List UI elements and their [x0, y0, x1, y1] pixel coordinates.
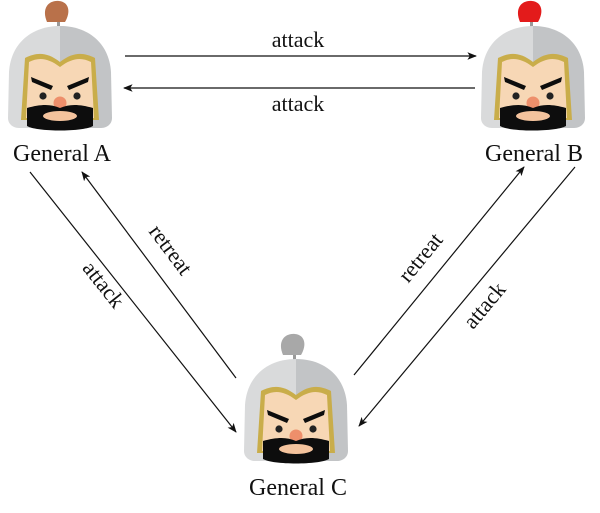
face-skin	[499, 59, 567, 118]
nose	[526, 96, 540, 110]
eye-left	[512, 92, 520, 100]
plume-icon	[44, 0, 69, 22]
general-a-label: General A	[13, 141, 112, 167]
eye-right	[309, 425, 317, 433]
edge-label-b-to-c: attack	[458, 277, 511, 333]
general-a: General A	[8, 0, 112, 167]
helmet-avatar-icon	[481, 0, 585, 131]
mouth	[43, 111, 77, 121]
mouth	[279, 444, 313, 454]
eyebrow-right	[303, 410, 325, 423]
eyebrow-left	[31, 77, 53, 90]
helmet-avatar-icon	[244, 333, 348, 464]
arrow-b-to-c	[358, 166, 576, 427]
face-skin	[26, 59, 94, 118]
arrow-a-to-c	[29, 171, 237, 433]
edge-label-a-to-b: attack	[272, 27, 325, 52]
edge-a-to-c: attack	[29, 171, 237, 433]
eye-right	[546, 92, 554, 100]
edge-b-to-a: attack	[123, 84, 475, 116]
eyebrow-right	[67, 77, 89, 90]
plume-icon	[517, 0, 542, 22]
face-skin	[262, 392, 330, 451]
general-c: General C	[244, 333, 348, 501]
arrow-c-to-a	[81, 171, 237, 379]
arrow-c-to-b	[353, 166, 525, 376]
edge-a-to-b: attack	[125, 27, 477, 60]
eye-right	[73, 92, 81, 100]
edge-b-to-c: attack	[358, 166, 576, 427]
helmet-avatar-icon	[8, 0, 112, 131]
nose	[53, 96, 67, 110]
plume-icon	[280, 333, 305, 355]
general-b-label: General B	[485, 141, 583, 167]
eye-left	[39, 92, 47, 100]
general-b: General B	[481, 0, 585, 167]
edge-label-a-to-c: attack	[78, 256, 130, 313]
eye-left	[275, 425, 283, 433]
edge-label-c-to-a: retreat	[144, 220, 198, 280]
edge-label-b-to-a: attack	[272, 91, 325, 116]
eyebrow-left	[267, 410, 289, 423]
edge-label-c-to-b: retreat	[393, 228, 448, 287]
eyebrow-right	[540, 77, 562, 90]
edge-c-to-b: retreat	[353, 166, 525, 376]
general-c-label: General C	[249, 475, 347, 501]
eyebrow-left	[504, 77, 526, 90]
mouth	[516, 111, 550, 121]
nose	[289, 429, 303, 443]
